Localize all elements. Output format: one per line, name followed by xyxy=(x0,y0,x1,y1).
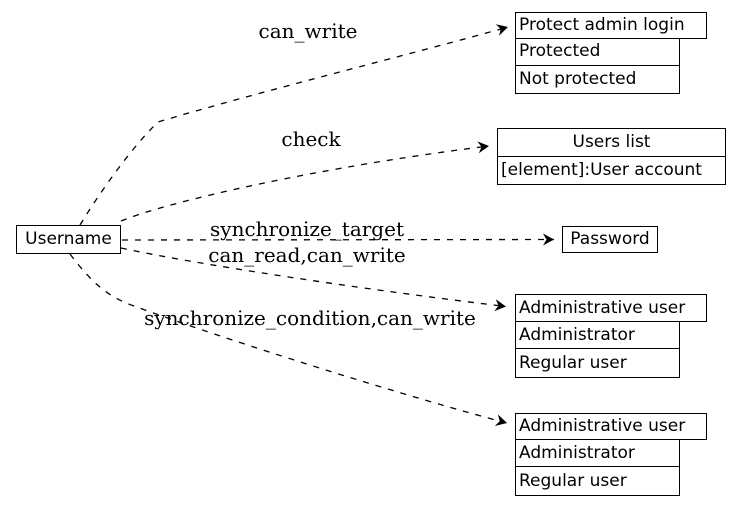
edge-can-write xyxy=(79,24,509,226)
node-header: Administrative user xyxy=(515,294,707,322)
node-row: Administrator xyxy=(515,320,680,350)
edge-label-can-read-can-write: can_read,can_write xyxy=(208,243,406,267)
edge-label-synchronize-target: synchronize_target xyxy=(210,217,404,241)
edge-label-synchronize-condition-can-write: synchronize_condition,can_write xyxy=(144,306,476,330)
edge-label-can-write: can_write xyxy=(258,19,358,43)
node-row: Protected xyxy=(515,37,680,66)
edge-check xyxy=(120,141,490,222)
node-row: Regular user xyxy=(515,348,680,378)
edge-can-read-can-write xyxy=(120,247,507,312)
node-header: Users list xyxy=(497,128,726,157)
node-password: Password xyxy=(562,226,658,253)
edge-label-check: check xyxy=(281,127,341,151)
node-header: Administrative user xyxy=(515,413,707,440)
edge-synchronize-condition-can-write xyxy=(69,253,508,427)
node-row: Regular user xyxy=(515,466,680,496)
node-row: Not protected xyxy=(515,64,680,94)
node-header: Protect admin login xyxy=(515,12,707,39)
node-row: Administrator xyxy=(515,438,680,468)
node-username: Username xyxy=(16,225,121,254)
node-row: [element]:User account xyxy=(497,155,726,185)
